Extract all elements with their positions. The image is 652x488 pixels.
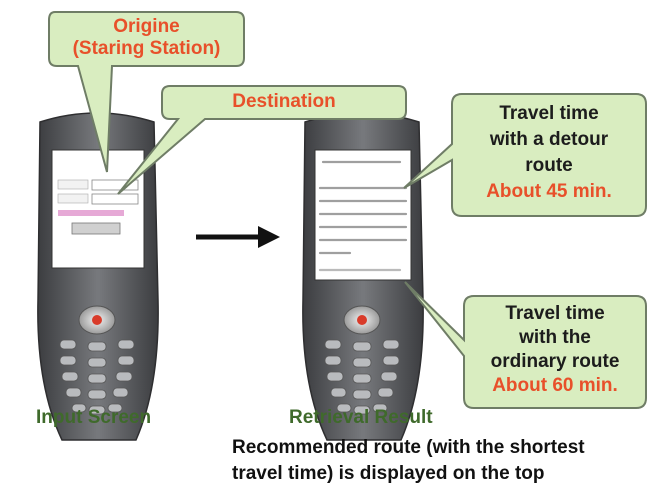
origin-label: Origine [113,16,180,37]
detour-time: About 45 min. [486,181,612,202]
detour-line-1: Travel time [499,103,599,124]
input-screen-caption: Input Screen [36,407,152,428]
recommendation-note-line-1: Recommended route (with the shortest [232,437,585,458]
destination-callout-bubble [117,85,407,195]
origin-sublabel: (Staring Station) [72,37,221,59]
detour-line-2: with a detour [489,129,609,150]
destination-field [91,193,139,205]
ordinary-callout: Travel time with the ordinary route Abou… [464,302,646,398]
ordinary-line-1: Travel time [505,303,605,324]
origin-callout: Origine (Staring Station) [49,16,244,60]
ordinary-line-2: with the [519,327,591,348]
result-phone [302,112,424,441]
detour-line-3: route [525,155,573,176]
destination-callout: Destination [162,91,406,113]
ordinary-callout-bubble [404,281,647,409]
flow-arrow [196,226,280,248]
input-phone-screen [51,149,145,269]
recommendation-note-line-2: travel time) is displayed on the top [232,463,545,484]
ordinary-line-3: ordinary route [490,351,620,372]
origin-callout-bubble [48,11,245,173]
destination-label: Destination [232,91,336,112]
detour-callout: Travel time with a detour route About 45… [452,101,646,205]
recommendation-note: Recommended route (with the shortest tra… [232,435,648,487]
detour-callout-bubble [403,93,647,217]
ordinary-time: About 60 min. [492,375,618,396]
retrieval-result-caption: Retrieval Result [289,407,433,428]
origin-field [91,179,139,191]
search-button-shape [71,222,121,235]
input-phone [37,112,159,441]
